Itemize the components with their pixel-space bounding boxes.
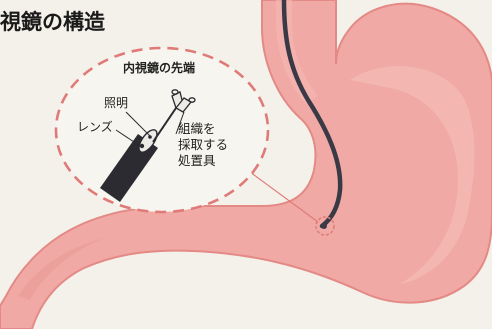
- forceps-label-line: 処置具: [178, 153, 228, 169]
- forceps-label-line: 組織を: [178, 121, 228, 137]
- forceps-label: 組織を 採取する 処置具: [178, 121, 228, 169]
- light-label: 照明: [104, 97, 128, 111]
- page-title: 視鏡の構造: [0, 6, 105, 36]
- lens-label: レンズ: [77, 121, 113, 135]
- forceps-label-line: 採取する: [178, 137, 228, 153]
- lens-dot: [140, 144, 144, 148]
- inset-title: 内視鏡の先端: [123, 62, 195, 76]
- scope-tip: [321, 223, 327, 229]
